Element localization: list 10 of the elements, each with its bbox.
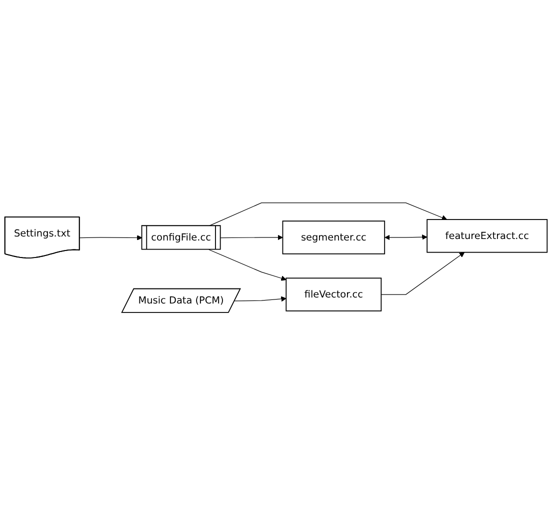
arrow (220, 235, 283, 240)
arrow (79, 235, 142, 241)
node-box: featureExtract.cc (426, 219, 548, 254)
arrow (380, 252, 465, 296)
arrow (208, 250, 286, 282)
arrow (234, 296, 286, 302)
arrow (208, 202, 448, 227)
arrow (384, 234, 428, 240)
node-box: segmenter.cc (282, 220, 386, 255)
node-box: fileVector.cc (286, 278, 382, 312)
